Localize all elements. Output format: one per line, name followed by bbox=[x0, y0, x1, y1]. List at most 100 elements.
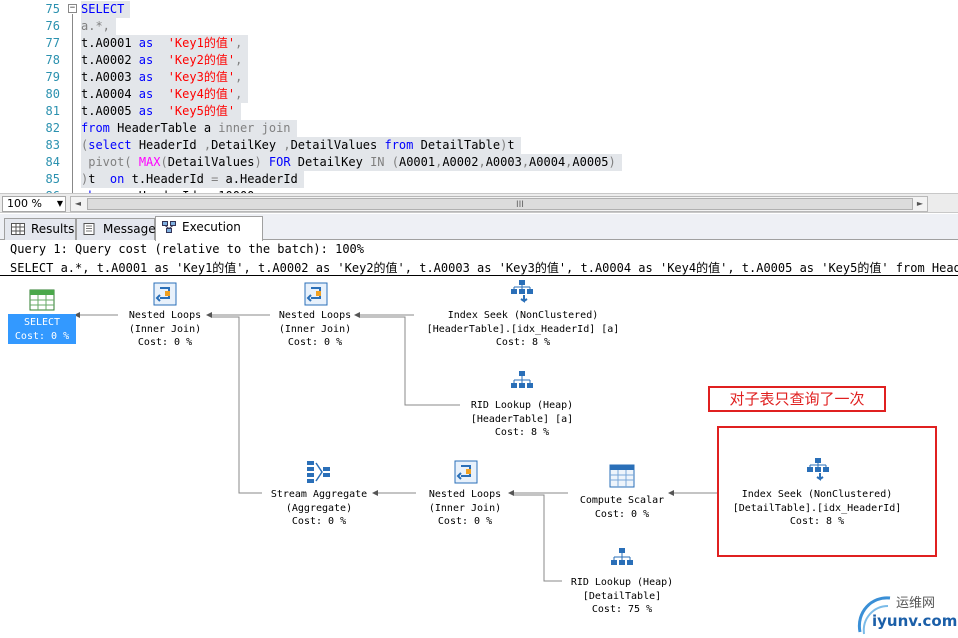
line-number: 79 bbox=[45, 70, 60, 84]
line-number: 77 bbox=[45, 36, 60, 50]
node-label-rid-lookup-detail[interactable]: RID Lookup (Heap) [DetailTable] Cost: 75… bbox=[570, 577, 674, 615]
scroll-thumb[interactable]: III bbox=[87, 198, 913, 210]
results-tabbar: Results Messages Execution plan bbox=[0, 214, 958, 254]
code-token: MAX bbox=[138, 155, 161, 169]
index-seek-icon[interactable] bbox=[804, 457, 832, 483]
plan-node-select[interactable]: SELECT Cost: 0 % bbox=[8, 314, 76, 344]
code-line[interactable]: from HeaderTable a inner join bbox=[81, 120, 297, 137]
code-token: ) bbox=[608, 155, 616, 169]
code-line[interactable]: a.*, bbox=[81, 18, 116, 35]
tab-messages[interactable]: Messages bbox=[76, 218, 162, 240]
node-label-nested-loops-1[interactable]: Nested Loops (Inner Join) Cost: 0 % bbox=[128, 310, 202, 348]
code-line[interactable]: SELECT bbox=[81, 1, 131, 18]
code-token: from bbox=[81, 121, 110, 135]
code-line[interactable]: t.A0002 as 'Key2的值', bbox=[81, 52, 249, 69]
nested-loops-icon[interactable] bbox=[151, 281, 179, 307]
code-token: , bbox=[435, 155, 443, 169]
connector-arrowheads bbox=[74, 312, 674, 496]
node-label-rid-lookup-header[interactable]: RID Lookup (Heap) [HeaderTable] [a] Cost… bbox=[470, 400, 574, 438]
code-line[interactable]: )t on t.HeaderId = a.HeaderId bbox=[81, 171, 304, 188]
arrowhead bbox=[372, 490, 378, 496]
code-line[interactable]: t.A0003 as 'Key3的值', bbox=[81, 69, 249, 86]
index-seek-icon[interactable] bbox=[508, 279, 536, 305]
code-token: 10000 bbox=[211, 189, 254, 193]
code-token: as bbox=[138, 87, 154, 101]
select-result-icon[interactable] bbox=[28, 287, 56, 313]
code-token: ( bbox=[124, 155, 139, 169]
node-label-index-seek-header[interactable]: Index Seek (NonClustered) [HeaderTable].… bbox=[426, 310, 620, 348]
code-token: t bbox=[507, 138, 515, 152]
code-line[interactable]: t.A0001 as 'Key1的值', bbox=[81, 35, 249, 52]
code-token: t.A0004 bbox=[81, 87, 139, 101]
chevron-down-icon: ▼ bbox=[56, 199, 63, 208]
code-token: SELECT bbox=[81, 2, 125, 16]
code-token bbox=[153, 36, 167, 50]
code-token bbox=[153, 87, 167, 101]
code-token: ) bbox=[81, 172, 89, 186]
nested-loops-icon[interactable] bbox=[452, 459, 480, 485]
horizontal-scrollbar[interactable]: ◄ III ► bbox=[70, 196, 928, 212]
code-token: DetailTable bbox=[413, 138, 501, 152]
code-token: , bbox=[235, 36, 243, 50]
line-number: 81 bbox=[45, 104, 60, 118]
plan-connectors bbox=[74, 312, 718, 582]
node-label-nested-loops-3[interactable]: Nested Loops (Inner Join) Cost: 0 % bbox=[428, 489, 502, 527]
compute-scalar-icon[interactable] bbox=[608, 463, 636, 489]
code-token: , bbox=[283, 138, 291, 152]
code-token: from bbox=[384, 138, 414, 152]
code-token: = bbox=[204, 189, 211, 193]
line-number: 85 bbox=[45, 172, 60, 186]
code-token: = bbox=[211, 172, 219, 186]
line-number: 76 bbox=[45, 19, 60, 33]
code-token: t bbox=[88, 172, 110, 186]
outline-bar bbox=[72, 14, 73, 193]
rid-lookup-icon[interactable] bbox=[608, 546, 636, 572]
annotation-callout: 对子表只查询了一次 bbox=[708, 386, 886, 412]
code-line[interactable]: pivot( MAX(DetailValues) FOR DetailKey I… bbox=[81, 154, 622, 171]
stream-aggregate-icon[interactable] bbox=[304, 459, 332, 485]
code-token: A0004 bbox=[529, 155, 566, 169]
zoom-value: 100 % bbox=[7, 197, 42, 210]
code-token: as bbox=[138, 36, 154, 50]
code-token: ( bbox=[384, 155, 399, 169]
tab-label: Messages bbox=[103, 222, 162, 236]
collapse-toggle[interactable]: − bbox=[68, 3, 77, 13]
code-token: a.HeaderId bbox=[218, 172, 298, 186]
node-label-nested-loops-2[interactable]: Nested Loops (Inner Join) Cost: 0 % bbox=[278, 310, 352, 348]
code-line[interactable]: where a.HeaderId = 10000 bbox=[81, 188, 260, 193]
code-token: where bbox=[81, 189, 117, 193]
code-line[interactable]: t.A0004 as 'Key4的值', bbox=[81, 86, 249, 103]
code-line[interactable]: t.A0005 as 'Key5的值' bbox=[81, 103, 242, 120]
watermark-cn-text: 运维网 bbox=[896, 596, 936, 611]
code-token: inner join bbox=[218, 121, 291, 135]
editor-status-strip: 100 % ▼ ◄ III ► bbox=[0, 193, 958, 213]
code-token: as bbox=[138, 104, 154, 118]
code-token: pivot bbox=[81, 155, 125, 169]
line-number: 86 bbox=[0, 189, 60, 193]
messages-icon bbox=[83, 223, 95, 235]
code-token: as bbox=[138, 70, 154, 84]
connector-lines bbox=[80, 314, 718, 582]
scroll-left-icon[interactable]: ◄ bbox=[74, 199, 82, 208]
code-token: , bbox=[203, 138, 212, 152]
node-label-index-seek-detail[interactable]: Index Seek (NonClustered) [DetailTable].… bbox=[732, 489, 902, 527]
tab-results[interactable]: Results bbox=[4, 218, 76, 240]
scroll-right-icon[interactable]: ► bbox=[916, 199, 924, 208]
connector-rid1-nl2 bbox=[360, 316, 460, 406]
node-label-stream-aggregate[interactable]: Stream Aggregate (Aggregate) Cost: 0 % bbox=[270, 489, 368, 527]
arrowhead bbox=[354, 312, 360, 318]
code-token: , bbox=[235, 53, 243, 67]
rid-lookup-icon[interactable] bbox=[508, 369, 536, 395]
nested-loops-icon[interactable] bbox=[302, 281, 330, 307]
scroll-grip: III bbox=[516, 200, 524, 210]
node-label-compute-scalar[interactable]: Compute Scalar Cost: 0 % bbox=[579, 495, 665, 520]
tab-execution-plan[interactable]: Execution plan bbox=[155, 216, 263, 254]
code-token: A0003 bbox=[485, 155, 522, 169]
code-line[interactable]: (select HeaderId ,DetailKey ,DetailValue… bbox=[81, 137, 521, 154]
zoom-dropdown[interactable]: 100 % ▼ bbox=[2, 196, 66, 212]
code-token: select bbox=[88, 138, 132, 152]
code-token: ) bbox=[500, 138, 508, 152]
watermark-swirl-icon bbox=[857, 596, 891, 635]
execution-plan-canvas: Query 1: Query cost (relative to the bat… bbox=[0, 241, 958, 638]
query-editor[interactable]: − SELECT a.*,t.A0001 as 'Key1的值',t.A0002 … bbox=[0, 0, 958, 193]
